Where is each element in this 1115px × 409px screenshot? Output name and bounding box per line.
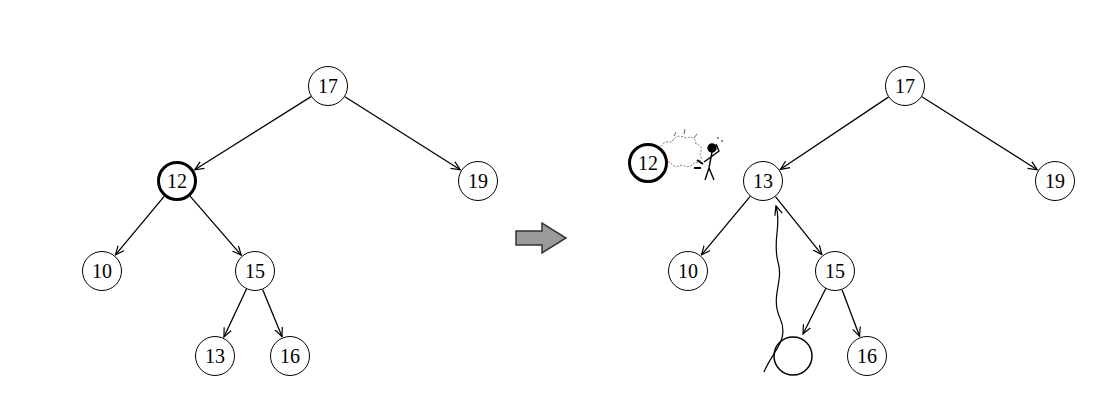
tree-node: 10 <box>668 251 708 291</box>
tree-node: 13 <box>743 161 783 201</box>
tree-edge <box>922 97 1037 170</box>
sweat-dots <box>717 137 723 142</box>
node-key: 15 <box>825 261 845 281</box>
tree-edge <box>701 196 750 255</box>
node-key: 13 <box>753 171 773 191</box>
node-key: 19 <box>1045 171 1065 191</box>
node-key: 10 <box>92 261 112 281</box>
node-key: 13 <box>205 346 225 366</box>
transform-arrow <box>516 223 566 253</box>
tree-node: 17 <box>308 66 348 106</box>
tree-edge <box>115 196 164 255</box>
deleted-node: 12 <box>628 143 668 183</box>
node-key: 16 <box>857 346 877 366</box>
tree-edge <box>775 197 821 255</box>
tree-edge <box>842 290 860 337</box>
tree-node: 13 <box>195 336 235 376</box>
tree-edge <box>190 196 241 255</box>
deleted-node: 12 <box>157 161 197 201</box>
node-key: 17 <box>895 76 915 96</box>
tree-edge <box>803 288 826 334</box>
node-key: 15 <box>245 261 265 281</box>
node-key: 12 <box>638 153 658 173</box>
tree-edge <box>263 289 282 336</box>
stick-figure <box>694 144 719 180</box>
tree-node: 15 <box>235 251 275 291</box>
tree-node: 15 <box>815 251 855 291</box>
tree-node: 19 <box>1035 161 1075 201</box>
tree-node: 16 <box>847 336 887 376</box>
tree-edge <box>780 97 888 169</box>
tree-edge <box>345 97 460 170</box>
node-key: 10 <box>678 261 698 281</box>
tree-node: 17 <box>885 66 925 106</box>
node-key: 17 <box>318 76 338 96</box>
tree-node: 16 <box>270 336 310 376</box>
tree-node: 10 <box>82 251 122 291</box>
node-key: 12 <box>167 171 187 191</box>
tree-node: 19 <box>458 161 498 201</box>
node-key: 19 <box>468 171 488 191</box>
move-path <box>764 206 783 372</box>
tree-edge <box>224 289 247 337</box>
node-key: 16 <box>280 346 300 366</box>
tree-edge <box>195 97 311 170</box>
dust-specks <box>674 129 697 138</box>
